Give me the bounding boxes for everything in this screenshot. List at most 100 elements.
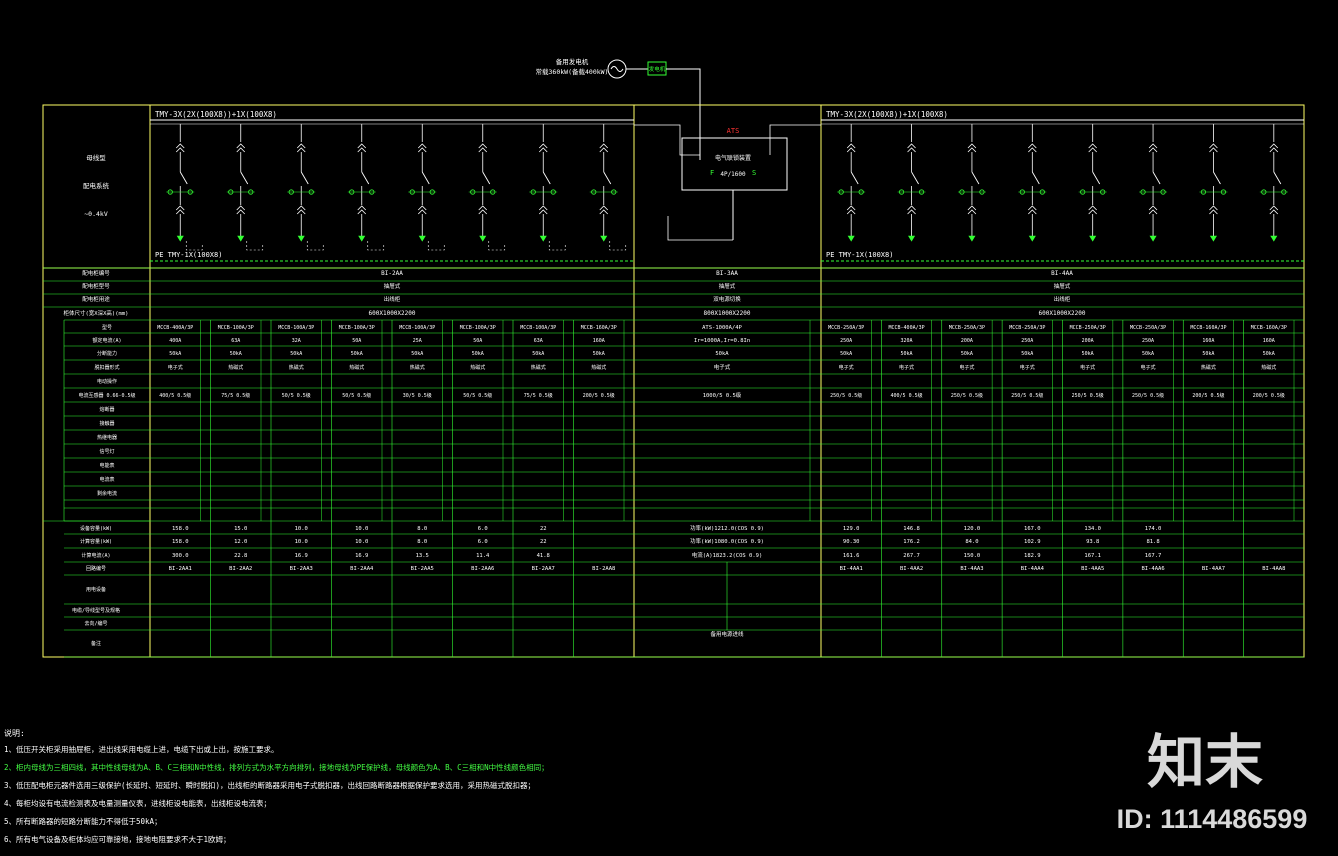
- feeder-left-3: [287, 124, 324, 251]
- device-row-label: 信号灯: [99, 448, 114, 455]
- breaker-ct-left-1: 400/5 0.5级: [159, 392, 191, 399]
- load-row-label: 备注: [91, 640, 101, 647]
- breaker-ct-left-6: 50/5 0.5级: [463, 392, 492, 399]
- withdrawable-contact-icon: [236, 143, 246, 153]
- load-pc-left-2: 12.0: [234, 539, 247, 545]
- load-circuit-right-2: BI-4AA2: [900, 566, 923, 572]
- withdrawable-contact-icon: [175, 143, 185, 153]
- label-bus-type: 母线型: [86, 153, 106, 162]
- device-row-label: 分断能力: [97, 350, 117, 357]
- load-row-label: 去向/编号: [84, 620, 107, 627]
- load-cells: 设备容量(kW)计算容量(kW)计算电流(A)回路编号用电设备电缆/导线型号及规…: [72, 525, 1285, 647]
- load-ic-right-5: 167.1: [1084, 553, 1101, 559]
- notes-line-1: 1、低压开关柜采用抽屉柜，进出线采用电缆上进，电缆下出或上出，按施工要求。: [4, 744, 279, 754]
- breaker-break-right-7: 50kA: [1202, 351, 1214, 357]
- cable-end-icon: [968, 235, 976, 242]
- load-pe-left-4: 10.0: [355, 526, 368, 532]
- withdrawable-contact-icon: [599, 143, 609, 153]
- generator-group: 备用发电机 常载360kW(备载400kW) 发电机: [536, 57, 701, 130]
- cable-end-icon: [1209, 235, 1217, 242]
- load-row-label: 设备容量(kW): [80, 525, 112, 532]
- cabinet-right-size: 600X1000X2200: [1039, 310, 1086, 317]
- notes-line-5: 5、所有断路器的短路分断能力不得低于50kA；: [4, 816, 162, 826]
- breaker-trip-right-1: 电子式: [839, 364, 854, 371]
- breaker-trip-left-8: 热磁式: [591, 364, 606, 371]
- breaker-break-left-1: 50kA: [169, 351, 181, 357]
- busbar-right-pe-label: PE TMY-1X(100X8): [826, 251, 893, 259]
- withdrawable-contact-icon: [538, 143, 548, 153]
- withdrawable-contact-icon: [1209, 143, 1218, 153]
- load-pc-right-5: 93.8: [1086, 539, 1099, 545]
- withdrawable-contact-icon: [417, 143, 427, 153]
- breaker-rating-right-7: 160A: [1202, 338, 1214, 344]
- device-row-label: 热继电器: [97, 434, 117, 441]
- breaker-model-left-8: MCCB-160A/3P: [581, 325, 617, 331]
- label-voltage: ~0.4kV: [84, 210, 108, 218]
- load-circuit-right-4: BI-4AA4: [1021, 566, 1045, 572]
- load-ic-left-2: 22.8: [234, 553, 247, 559]
- breaker-break-left-6: 50kA: [472, 351, 484, 357]
- load-circuit-left-5: BI-2AA5: [411, 566, 434, 572]
- load-pc-left-3: 10.0: [295, 539, 308, 545]
- breaker-ct-right-4: 250/5 0.5级: [1011, 392, 1043, 399]
- breaker-trip-left-5: 热磁式: [410, 364, 425, 371]
- feeder-left-4: [347, 124, 385, 251]
- feeder-right-8: [1259, 124, 1288, 242]
- load-pc-left-1: 158.0: [172, 539, 189, 545]
- breaker-ct-left-8: 200/5 0.5级: [583, 392, 615, 399]
- device-row-label: 熔断器: [99, 406, 114, 413]
- ats-side-f: F: [710, 169, 714, 177]
- breaker-switch-icon: [542, 171, 551, 185]
- breaker-model-left-5: MCCB-100A/3P: [399, 325, 435, 331]
- withdrawable-contact-icon: [296, 143, 306, 153]
- load-pe-left-3: 10.0: [295, 526, 308, 532]
- load-pc-left-7: 22: [540, 539, 547, 545]
- device-row-label: 电动操作: [97, 378, 117, 385]
- breaker-break-mid: 50kA: [715, 351, 729, 357]
- device-row-label: 脱扣器形式: [94, 364, 119, 371]
- breaker-ct-left-4: 50/5 0.5级: [342, 392, 371, 399]
- load-ic-left-5: 13.5: [416, 553, 429, 559]
- breaker-trip-right-5: 电子式: [1080, 364, 1095, 371]
- brand-logo: 知末: [1147, 728, 1263, 796]
- cable-end-icon: [847, 235, 855, 242]
- breaker-trip-right-8: 热磁式: [1261, 364, 1276, 371]
- mid-load-1: 功率(kW)1080.0(COS 0.9): [690, 537, 764, 545]
- breaker-ct-left-7: 75/5 0.5级: [524, 392, 553, 399]
- withdrawable-contact-icon: [1269, 143, 1279, 153]
- brand-id: ID: 1114486599: [1117, 804, 1308, 834]
- load-pe-left-6: 6.0: [478, 526, 488, 532]
- withdrawable-contact-icon: [357, 143, 367, 153]
- load-row-label: 计算容量(kW): [80, 538, 112, 545]
- load-pc-right-1: 90.30: [843, 539, 860, 545]
- breaker-trip-right-2: 电子式: [899, 364, 914, 371]
- breaker-model-left-1: MCCB-400A/3P: [157, 325, 193, 331]
- breaker-trip-left-6: 热磁式: [470, 364, 485, 371]
- breaker-rating-left-6: 50A: [473, 338, 482, 344]
- breaker-ct-right-6: 250/5 0.5级: [1132, 392, 1164, 399]
- breaker-rating-mid: Ir=1000A,Ir=0.8In: [694, 338, 750, 344]
- breaker-model-left-6: MCCB-100A/3P: [460, 325, 496, 331]
- load-pe-left-1: 158.0: [172, 526, 189, 532]
- breaker-model-mid: ATS-1000A/4P: [702, 325, 742, 331]
- load-circuit-right-8: BI-4AA8: [1262, 566, 1285, 572]
- breaker-rating-left-7: 63A: [534, 338, 543, 344]
- breaker-rating-right-4: 250A: [1021, 338, 1033, 344]
- cabinet-right-type: 抽屉式: [1054, 282, 1071, 290]
- breaker-trip-right-7: 热磁式: [1201, 364, 1216, 371]
- load-row-label: 用电设备: [86, 586, 106, 593]
- breaker-rating-left-5: 25A: [413, 338, 422, 344]
- breaker-model-left-2: MCCB-100A/3P: [218, 325, 254, 331]
- cable-end-icon: [600, 235, 608, 242]
- breaker-model-right-6: MCCB-250A/3P: [1130, 325, 1166, 331]
- load-pe-left-5: 8.0: [417, 526, 427, 532]
- withdrawable-contact-icon: [1148, 143, 1158, 153]
- breaker-rating-left-1: 400A: [169, 338, 181, 344]
- generator-box-label: 发电机: [649, 65, 666, 73]
- busbar-left: TMY-3X(2X(100X8))+1X(100X8) PE TMY-1X(10…: [150, 110, 634, 262]
- mid-load-2: 电流(A)1823.2(COS 0.9): [692, 551, 763, 559]
- breaker-break-right-1: 50kA: [840, 351, 852, 357]
- load-circuit-left-3: BI-2AA3: [290, 566, 313, 572]
- feeder-left-1: [166, 124, 203, 251]
